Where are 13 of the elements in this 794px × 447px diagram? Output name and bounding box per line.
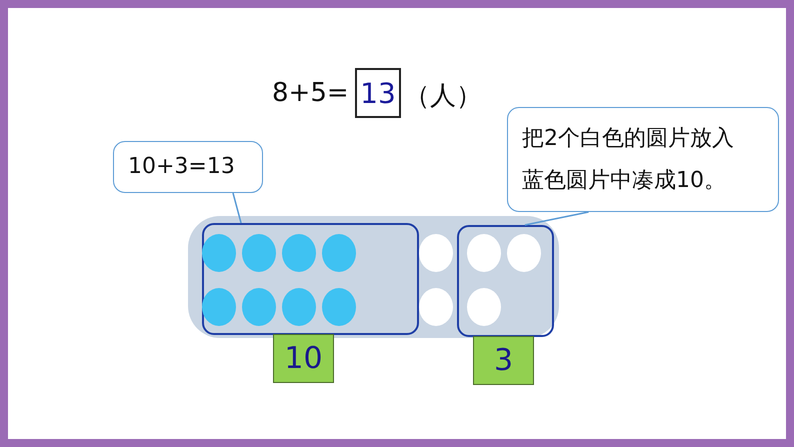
number-tag xyxy=(473,336,534,385)
leader-line xyxy=(232,192,242,224)
node-text: 3 xyxy=(494,343,514,378)
answer-box xyxy=(355,68,401,118)
equation-text: 8+5= xyxy=(272,78,349,108)
speech-bubble xyxy=(507,107,779,212)
equation-text: （人） xyxy=(404,80,482,113)
node-text: 10 xyxy=(284,341,323,376)
number-tag xyxy=(273,334,334,383)
speech-bubble xyxy=(113,141,263,193)
node-text: 10+3=13 xyxy=(128,153,235,181)
node-text: 13 xyxy=(360,76,396,110)
node-text: 把2个白色的圆片放入蓝色圆片中凑成10。 xyxy=(522,124,735,194)
